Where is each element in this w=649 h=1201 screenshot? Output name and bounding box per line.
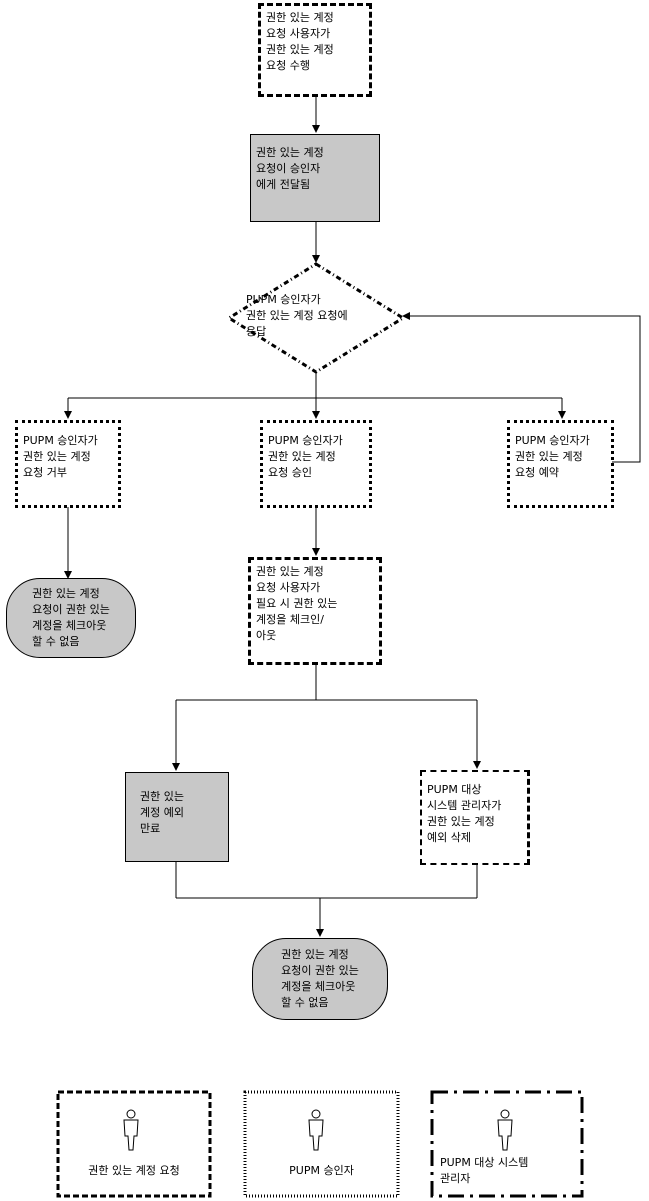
person-icon — [308, 1109, 324, 1151]
person-icon — [123, 1109, 139, 1151]
node-start: 권한 있는 계정 요청 사용자가 권한 있는 계정 요청 수행 — [258, 3, 372, 97]
node-decision: PUPM 승인자가 권한 있는 계정 요청에 응답 — [246, 293, 348, 338]
connectors — [64, 96, 641, 937]
legend — [56, 1090, 584, 1198]
node-checkinout: 권한 있는 계정 요청 사용자가 필요 시 권한 있는 계정을 체크인/ 아웃 — [248, 557, 382, 665]
legend-requester-box — [56, 1090, 212, 1198]
legend-approver-box — [243, 1090, 400, 1198]
node-end-final: 권한 있는 계정 요청이 권한 있는 계정을 체크아웃 할 수 없음 — [252, 938, 388, 1020]
node-approve: PUPM 승인자가 권한 있는 계정 요청 승인 — [260, 420, 372, 508]
legend-admin-label: PUPM 대상 시스템 관리자 — [440, 1156, 529, 1185]
node-expire: 권한 있는 계정 예외 만료 — [125, 772, 229, 862]
node-reserve: PUPM 승인자가 권한 있는 계정 요청 예약 — [507, 420, 614, 508]
node-forwarded: 권한 있는 계정 요청이 승인자 에게 전달됨 — [250, 134, 380, 222]
legend-requester-label: 권한 있는 계정 요청 — [88, 1164, 180, 1177]
node-end-reject: 권한 있는 계정 요청이 권한 있는 계정을 체크아웃 할 수 없음 — [6, 578, 136, 658]
node-reject: PUPM 승인자가 권한 있는 계정 요청 거부 — [15, 420, 121, 508]
node-admin-delete: PUPM 대상 시스템 관리자가 권한 있는 계정 예외 삭제 — [420, 770, 530, 865]
decision-diamond — [226, 262, 406, 374]
person-icon — [497, 1109, 513, 1151]
edge-reserve-loop — [402, 312, 641, 463]
legend-approver-label: PUPM 승인자 — [289, 1164, 354, 1177]
